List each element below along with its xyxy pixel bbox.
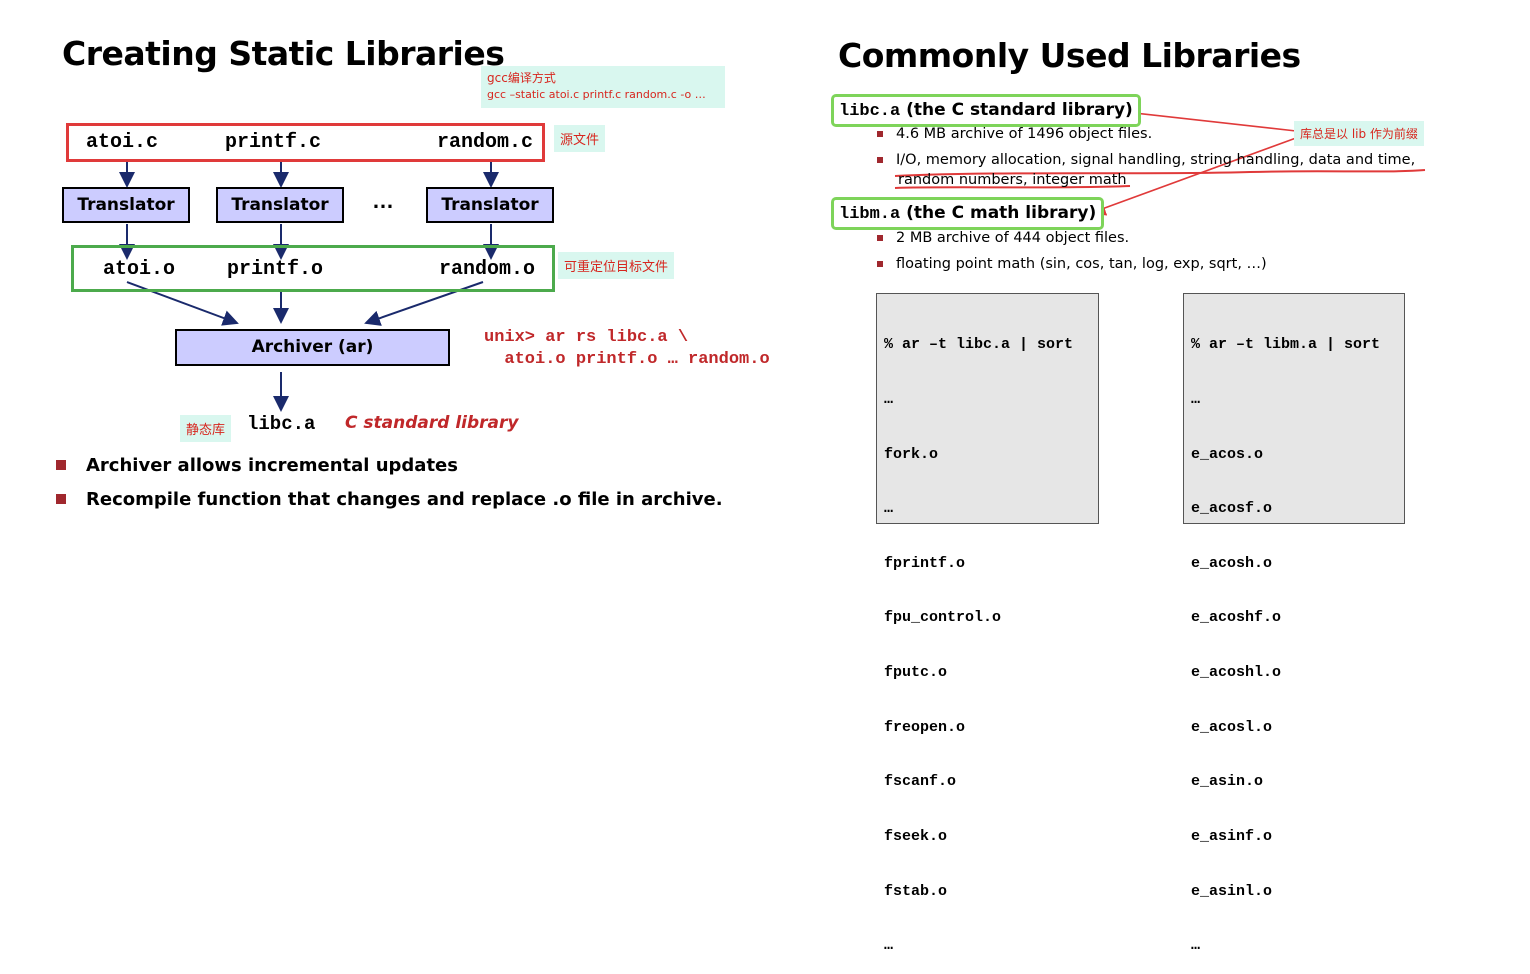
libc-name: libc.a — [839, 102, 901, 121]
bullet-marker — [877, 235, 883, 241]
listing-line: fork.o — [884, 445, 939, 463]
bullet-marker — [877, 157, 883, 163]
bullet-marker — [877, 261, 883, 267]
object-files-frame — [71, 245, 555, 292]
source-files-frame — [66, 123, 545, 162]
libm-item-1: 2 MB archive of 444 object files. — [877, 230, 1129, 246]
archiver-box: Archiver (ar) — [175, 329, 450, 366]
listing-line: e_asinf.o — [1191, 827, 1273, 845]
libc-heading: libc.a (the C standard library) — [831, 94, 1141, 127]
listing-line: e_acos.o — [1191, 445, 1264, 463]
listing-line: fprintf.o — [884, 554, 966, 572]
listing-line: e_acoshl.o — [1191, 664, 1282, 682]
bullet-marker — [877, 131, 883, 137]
libm-listing: % ar –t libm.a | sort … e_acos.o e_acosf… — [1183, 293, 1405, 954]
static-library-note: 静态库 — [180, 415, 232, 442]
underline-libc-item-2 — [894, 185, 1131, 189]
left-bullet-item: Archiver allows incremental updates — [56, 448, 723, 482]
object-file-atoi: atoi.o — [103, 258, 176, 281]
listing-line: e_acoshf.o — [1191, 609, 1282, 627]
arrow-obj-1 — [126, 281, 239, 326]
listing-line: freopen.o — [884, 718, 966, 736]
libm-name: libm.a — [839, 205, 901, 224]
annotation-arrow-libm — [1089, 137, 1297, 216]
left-bullet-list: Archiver allows incremental updates Reco… — [56, 448, 723, 516]
libc-listing-command: % ar –t libc.a | sort — [884, 336, 1074, 354]
libc-item-2: I/O, memory allocation, signal handling,… — [877, 152, 1415, 168]
listing-line: … — [884, 391, 894, 409]
libc-item-text: I/O, memory allocation, signal handling,… — [896, 152, 1416, 168]
listing-line: fseek.o — [884, 827, 948, 845]
listing-line: fstab.o — [884, 882, 948, 900]
left-bullet-item: Recompile function that changes and repl… — [56, 482, 723, 516]
listing-line: … — [884, 937, 894, 955]
gcc-note-line2: gcc –static atoi.c printf.c random.c -o … — [487, 88, 706, 101]
libm-item-text: floating point math (sin, cos, tan, log,… — [896, 256, 1267, 272]
translator-ellipsis: … — [372, 188, 394, 213]
annotation-arrow-libc — [1115, 104, 1297, 132]
listing-line: e_acosh.o — [1191, 554, 1273, 572]
object-file-printf: printf.o — [227, 258, 324, 281]
bullet-marker — [56, 494, 66, 504]
listing-line: e_asin.o — [1191, 773, 1264, 791]
arrow-obj-3 — [364, 281, 484, 326]
listing-line: fpu_control.o — [884, 609, 1002, 627]
prefix-note: 库总是以 lib 作为前缀 — [1294, 121, 1424, 146]
source-file-atoi: atoi.c — [86, 131, 159, 154]
listing-line: e_acosf.o — [1191, 500, 1273, 518]
archive-command-line1: unix> ar rs libc.a \ — [484, 328, 689, 347]
gcc-note-line1: gcc编译方式 — [487, 71, 556, 85]
output-library-caption: C standard library — [345, 413, 519, 433]
listing-line: fputc.o — [884, 664, 948, 682]
translator-box-2: Translator — [216, 187, 344, 223]
libm-item-text: 2 MB archive of 444 object files. — [896, 230, 1130, 246]
libc-description: (the C standard library) — [900, 100, 1133, 120]
diagram-connectors — [119, 104, 1426, 412]
source-file-random: random.c — [437, 131, 534, 154]
listing-line: fscanf.o — [884, 773, 957, 791]
libc-item-text: 4.6 MB archive of 1496 object files. — [896, 126, 1153, 142]
left-bullet-text: Archiver allows incremental updates — [86, 454, 458, 476]
libm-item-2: floating point math (sin, cos, tan, log,… — [877, 256, 1267, 272]
underline-libc-item — [894, 169, 1426, 177]
listing-line: e_acosl.o — [1191, 718, 1273, 736]
libm-heading: libm.a (the C math library) — [831, 197, 1105, 230]
left-slide-title: Creating Static Libraries — [62, 34, 505, 73]
translator-box-3: Translator — [426, 187, 554, 223]
object-files-note: 可重定位目标文件 — [558, 252, 675, 279]
source-files-note: 源文件 — [554, 125, 606, 152]
listing-line: … — [1191, 937, 1201, 955]
object-file-random: random.o — [439, 258, 536, 281]
bullet-marker — [56, 460, 66, 470]
listing-line: e_asinl.o — [1191, 882, 1273, 900]
source-file-printf: printf.c — [225, 131, 322, 154]
left-bullet-text: Recompile function that changes and repl… — [86, 488, 723, 510]
libm-listing-command: % ar –t libm.a | sort — [1191, 336, 1381, 354]
listing-line: … — [1191, 391, 1201, 409]
translator-box-1: Translator — [62, 187, 190, 223]
libc-listing: % ar –t libc.a | sort … fork.o … fprintf… — [876, 293, 1099, 954]
right-slide-title: Commonly Used Libraries — [838, 36, 1301, 75]
listing-line: … — [884, 500, 894, 518]
gcc-note: gcc编译方式 gcc –static atoi.c printf.c rand… — [481, 66, 725, 108]
libc-item-1: 4.6 MB archive of 1496 object files. — [877, 126, 1152, 142]
libc-item-2-continued: random numbers, integer math — [898, 172, 1127, 188]
archive-command-line2: atoi.o printf.o … random.o — [484, 350, 770, 369]
output-library-file: libc.a — [247, 413, 316, 435]
libm-description: (the C math library) — [900, 203, 1097, 223]
